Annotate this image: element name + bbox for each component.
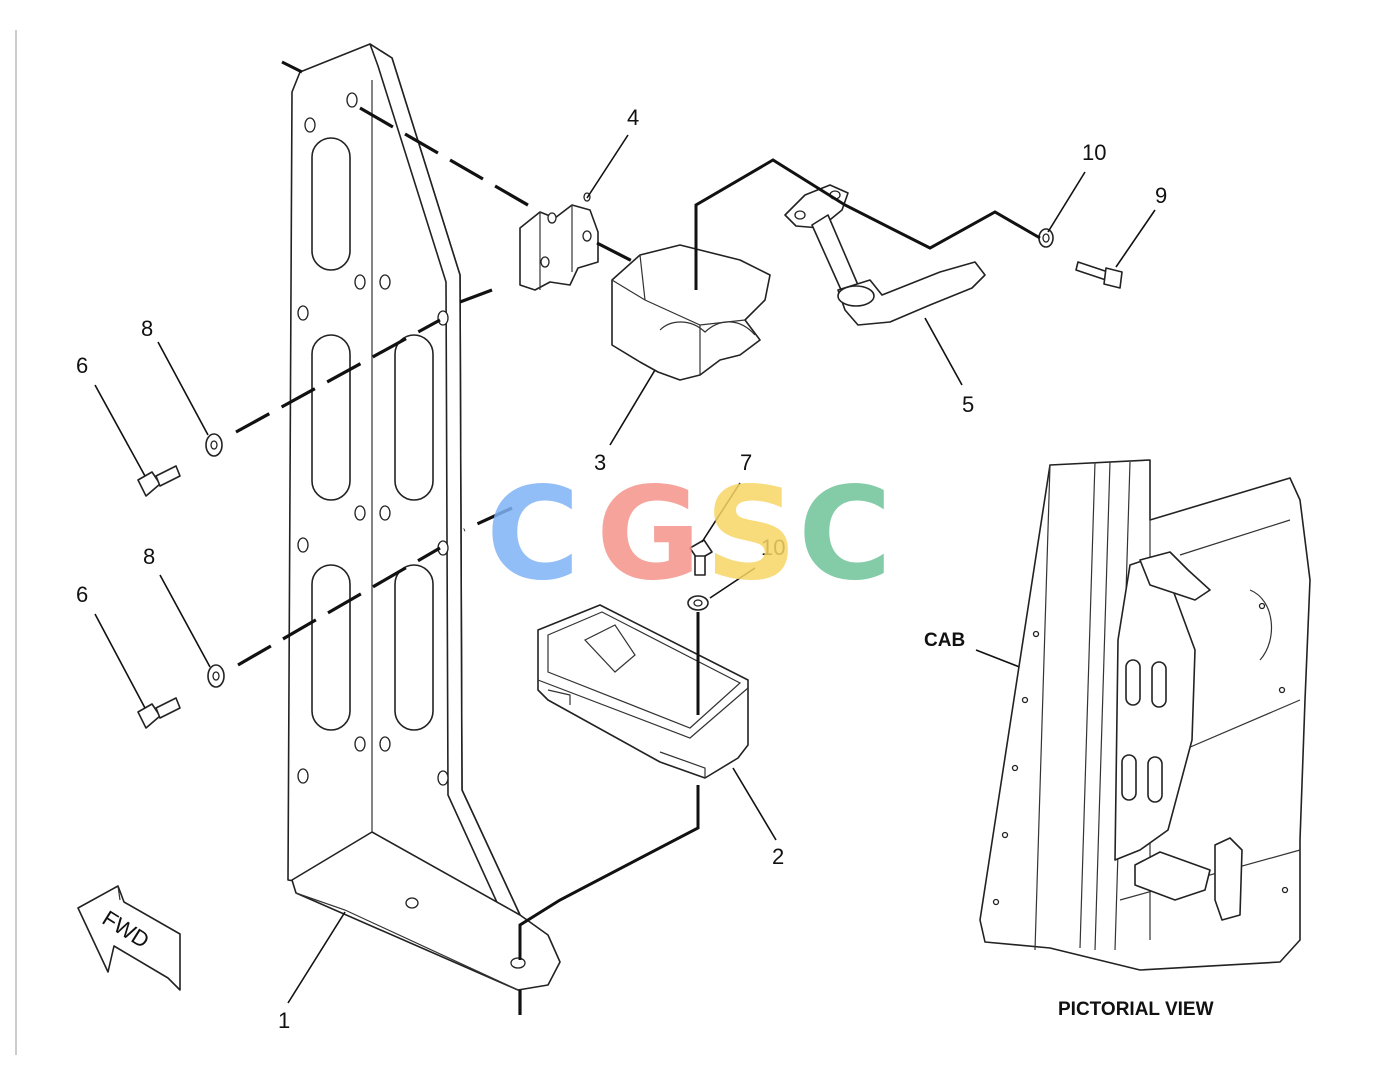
- bolt-part-6-upper: [137, 465, 181, 497]
- watermark-letter-g: G: [596, 460, 701, 609]
- washer-part-8-upper: [205, 433, 223, 457]
- callout-5: 5: [962, 392, 974, 417]
- cab-label: CAB: [924, 630, 965, 651]
- watermark-letter-c2: C: [798, 460, 892, 609]
- hose-part-5: [784, 184, 986, 326]
- pictorial-view-label: PICTORIAL VIEW: [1058, 999, 1214, 1020]
- callout-4: 4: [627, 105, 639, 130]
- tray-part-2: [537, 604, 749, 779]
- holder-part-3: [611, 244, 771, 381]
- bolt-part-6-lower: [137, 697, 181, 729]
- watermark-letter-c1: C: [486, 460, 580, 609]
- callout-2: 2: [772, 844, 784, 869]
- leader-lines: [94, 134, 1156, 1004]
- bolt-part-9: [1075, 261, 1123, 289]
- nut-part-10-lower: [687, 595, 709, 611]
- callout-10-upper: 10: [1082, 140, 1106, 165]
- bolt-part-7: [689, 539, 713, 576]
- washer-part-8-lower: [207, 664, 225, 688]
- watermark-logo: C G S C: [486, 460, 892, 609]
- callout-8-lower: 8: [143, 544, 155, 569]
- watermark-letter-s: S: [705, 460, 797, 609]
- callout-10-lower: 10: [761, 535, 785, 560]
- assembly-lines: [235, 106, 1041, 1015]
- nut-part-10-upper: [1038, 228, 1054, 248]
- callout-6-lower: 6: [76, 582, 88, 607]
- callouts: 1 2 3 4 5 6 6 7 8 8 9 10 10: [76, 105, 1167, 1033]
- callout-6-upper: 6: [76, 353, 88, 378]
- callout-3: 3: [594, 450, 606, 475]
- fwd-arrow: FWD: [77, 885, 181, 991]
- callout-9: 9: [1155, 183, 1167, 208]
- callout-7: 7: [740, 450, 752, 475]
- callout-1: 1: [278, 1008, 290, 1033]
- callout-8-upper: 8: [141, 316, 153, 341]
- bracket-part-1: [281, 43, 561, 991]
- pictorial-view: CAB PICTORIAL VIEW: [924, 459, 1311, 1020]
- clip-part-4: [519, 192, 599, 291]
